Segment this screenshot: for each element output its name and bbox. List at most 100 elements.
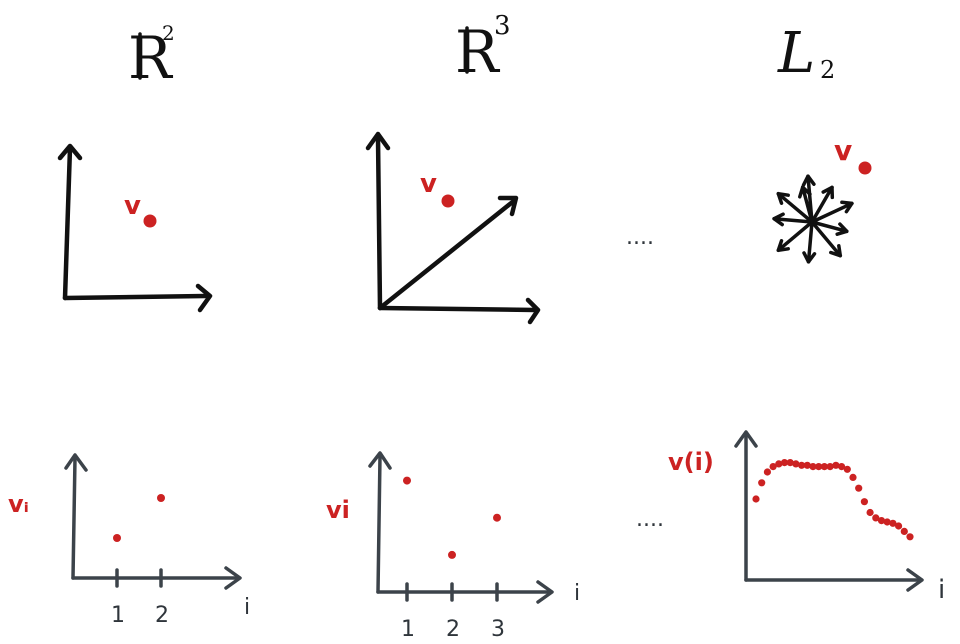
r2c-y-arrowhead [64, 453, 88, 472]
function-sample-point [895, 522, 903, 530]
function-sample-point [889, 519, 897, 527]
l2-function-plot: v(i) i [668, 430, 945, 605]
function-sample-point [792, 460, 800, 468]
coordinate-point [493, 513, 501, 522]
l2-point [858, 161, 872, 175]
r3c-ticks: 1 2 3 [401, 582, 505, 642]
function-sample-point [866, 508, 874, 517]
r3-coordinates-plot: vi i 1 2 3 [326, 451, 580, 642]
function-sample-point [775, 460, 783, 468]
l2-axis-arrowhead [798, 185, 812, 199]
function-sample-point [820, 463, 829, 471]
function-sample-point [832, 461, 840, 469]
r2c-y-label: vᵢ [8, 490, 29, 518]
fc-x-arrowhead [906, 568, 924, 592]
r3-y-arrowhead [497, 195, 519, 217]
tick-label: 2 [155, 603, 169, 628]
fc-x-label: i [938, 575, 945, 605]
function-sample-point [849, 473, 857, 481]
function-sample-point [877, 517, 886, 525]
coordinate-point [113, 534, 121, 542]
l2-axis-arrowhead [821, 185, 835, 200]
l2-axis-arrowhead [840, 200, 854, 214]
r2-y-axis [62, 145, 73, 301]
title-l2-subscript: 2 [820, 56, 835, 84]
function-sample-point [803, 461, 811, 469]
function-sample-point [843, 465, 851, 473]
r3c-points [403, 476, 501, 559]
l2-point-label: v [834, 134, 852, 167]
tick-label: 1 [111, 603, 125, 628]
function-sample-point [763, 468, 772, 476]
l2-axis-spoke [806, 220, 814, 264]
l2-axis-spoke [776, 220, 814, 253]
r3-y-axis [377, 197, 518, 311]
title-r3: R 3 [455, 11, 511, 86]
r3-z-arrowhead [365, 131, 391, 151]
r2c-x-label: i [244, 595, 250, 620]
r2-point-label: v [124, 191, 141, 221]
l2-axis-spoke [800, 185, 814, 224]
fc-curve-points [752, 459, 914, 541]
title-r2: R 2 [128, 21, 175, 92]
l2-axis-spoke [810, 220, 849, 234]
function-sample-point [809, 463, 817, 471]
function-sample-point [815, 463, 823, 471]
function-sample-point [855, 484, 863, 492]
r3c-x-arrowhead [536, 580, 554, 604]
r2-axes: v [57, 143, 213, 313]
title-r3-exponent: 3 [494, 11, 511, 41]
r3c-x-label: i [574, 581, 580, 606]
function-sample-point [826, 463, 834, 471]
r3-z-axis [375, 135, 383, 311]
tick-label: 2 [446, 617, 460, 642]
l2-axes-star [772, 174, 854, 264]
r2-x-axis [62, 293, 208, 301]
r2-y-arrowhead [57, 143, 83, 161]
top-ellipsis: .... [626, 225, 654, 250]
title-r2-base: R [128, 24, 174, 92]
r2c-y-axis [71, 456, 77, 580]
function-sample-point [883, 518, 891, 526]
tick-label: 1 [401, 617, 415, 642]
function-sample-point [860, 498, 869, 506]
l2-axis-spoke [810, 185, 834, 224]
function-sample-point [798, 461, 806, 469]
function-sample-point [838, 463, 846, 471]
function-sample-point [758, 479, 766, 487]
r3c-y-arrowhead [368, 451, 392, 470]
tick-label: 3 [491, 617, 505, 642]
r3c-y-label: vi [326, 496, 350, 524]
r3-axes: v [365, 131, 541, 325]
function-sample-point [769, 463, 777, 471]
l2-axis-arrowhead [776, 239, 790, 253]
function-sample-point [780, 459, 789, 467]
l2-axis-arrowhead [802, 251, 817, 264]
r2-x-arrowhead [195, 283, 213, 313]
l2-axis-spoke [776, 191, 814, 224]
bottom-ellipsis: .... [636, 507, 664, 532]
fc-y-label: v(i) [668, 448, 714, 476]
r3c-y-axis [376, 454, 382, 594]
l2-axis-arrowhead [835, 222, 849, 236]
function-sample-point [786, 459, 794, 467]
r3-point-label: v [420, 169, 437, 199]
function-sample-point [752, 495, 760, 503]
r2c-points [113, 494, 165, 542]
l2-axis-arrowhead [776, 191, 790, 205]
function-sample-point [872, 514, 880, 522]
r3-point [441, 194, 455, 208]
function-sample-point [900, 527, 908, 536]
l2-axis-spoke [810, 201, 854, 224]
r2c-x-arrowhead [224, 566, 242, 590]
l2-axis-arrowhead [801, 174, 816, 187]
title-r2-exponent: 2 [162, 21, 175, 45]
fc-y-arrowhead [734, 430, 758, 448]
coordinate-point [403, 476, 411, 485]
r2-point [143, 214, 157, 228]
l2-axis-arrowhead [829, 244, 843, 258]
coordinate-point [157, 494, 165, 502]
